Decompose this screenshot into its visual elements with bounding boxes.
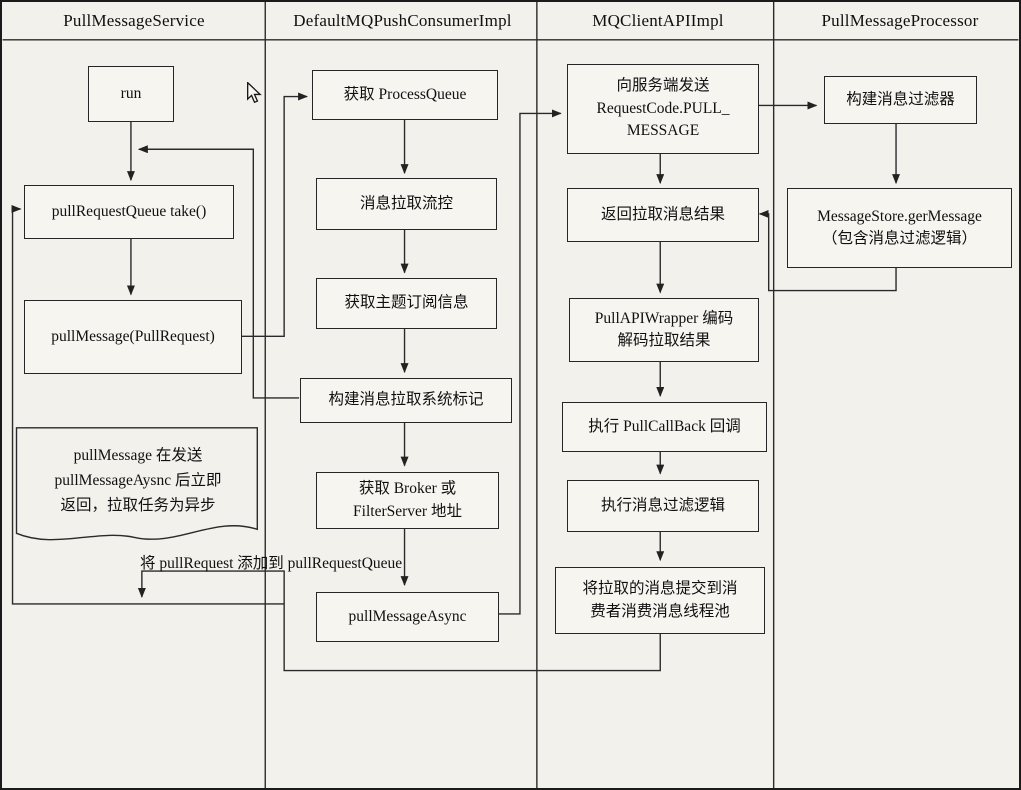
node-build-sysflag: 构建消息拉取系统标记 bbox=[300, 378, 512, 423]
node-submit-threadpool: 将拉取的消息提交到消 费者消费消息线程池 bbox=[555, 567, 765, 634]
label-requeue-pullrequest: 将 pullRequest 添加到 pullRequestQueue bbox=[140, 555, 403, 572]
node-run: run bbox=[88, 66, 174, 122]
edge-pullmessage-to-processqueue bbox=[241, 92, 309, 337]
node-subscription-info: 获取主题订阅信息 bbox=[316, 278, 497, 329]
lane-header-mqclientapiimpl: MQClientAPIImpl bbox=[592, 11, 724, 30]
mouse-cursor-icon bbox=[246, 82, 262, 104]
node-messagestore-getmessage: MessageStore.gerMessage （包含消息过滤逻辑） bbox=[787, 188, 1012, 268]
note-async-return: pullMessage 在发送 pullMessageAysnc 后立即 返回，… bbox=[54, 447, 222, 514]
node-send-pullrequest: 向服务端发送 RequestCode.PULL_ MESSAGE bbox=[567, 64, 759, 154]
node-pullcallback: 执行 PullCallBack 回调 bbox=[562, 402, 767, 452]
edge-submitpool-loopback bbox=[137, 570, 661, 672]
note-shape bbox=[15, 427, 258, 541]
node-pullmessageasync: pullMessageAsync bbox=[316, 592, 499, 642]
edge-pullasync-to-sendrequest bbox=[497, 109, 562, 615]
node-broker-address: 获取 Broker 或 FilterServer 地址 bbox=[316, 472, 499, 529]
node-get-processqueue: 获取 ProcessQueue bbox=[312, 70, 498, 120]
node-pullrequestqueue-take: pullRequestQueue take() bbox=[24, 185, 234, 239]
edge-requeue-to-take bbox=[11, 204, 285, 605]
lane-header-pullmessageprocessor: PullMessageProcessor bbox=[821, 11, 979, 30]
lane-header-pullmessageservice: PullMessageService bbox=[63, 11, 205, 30]
lane-header-defaultmqpushconsumerimpl: DefaultMQPushConsumerImpl bbox=[293, 11, 512, 30]
node-pullmessage: pullMessage(PullRequest) bbox=[24, 300, 242, 374]
node-filter-logic: 执行消息过滤逻辑 bbox=[567, 480, 759, 532]
node-flow-control: 消息拉取流控 bbox=[316, 178, 497, 230]
node-pull-result: 返回拉取消息结果 bbox=[567, 188, 759, 242]
node-pullapiwrapper: PullAPIWrapper 编码 解码拉取结果 bbox=[569, 298, 759, 362]
edge-sysflag-feedback bbox=[137, 145, 300, 399]
node-build-filter: 构建消息过滤器 bbox=[824, 76, 977, 124]
edge-messagestore-to-pullresult bbox=[758, 209, 897, 292]
